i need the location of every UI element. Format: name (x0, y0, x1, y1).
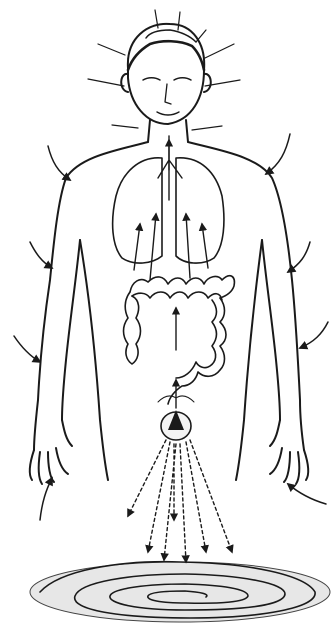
large-intestine (124, 276, 235, 404)
downward-dotted-energy-arrows (128, 440, 232, 562)
lungs (113, 136, 224, 263)
earth-spiral-vortex (30, 562, 330, 622)
upward-energy-arrows (134, 140, 208, 408)
head-radiating-lines (88, 10, 240, 130)
